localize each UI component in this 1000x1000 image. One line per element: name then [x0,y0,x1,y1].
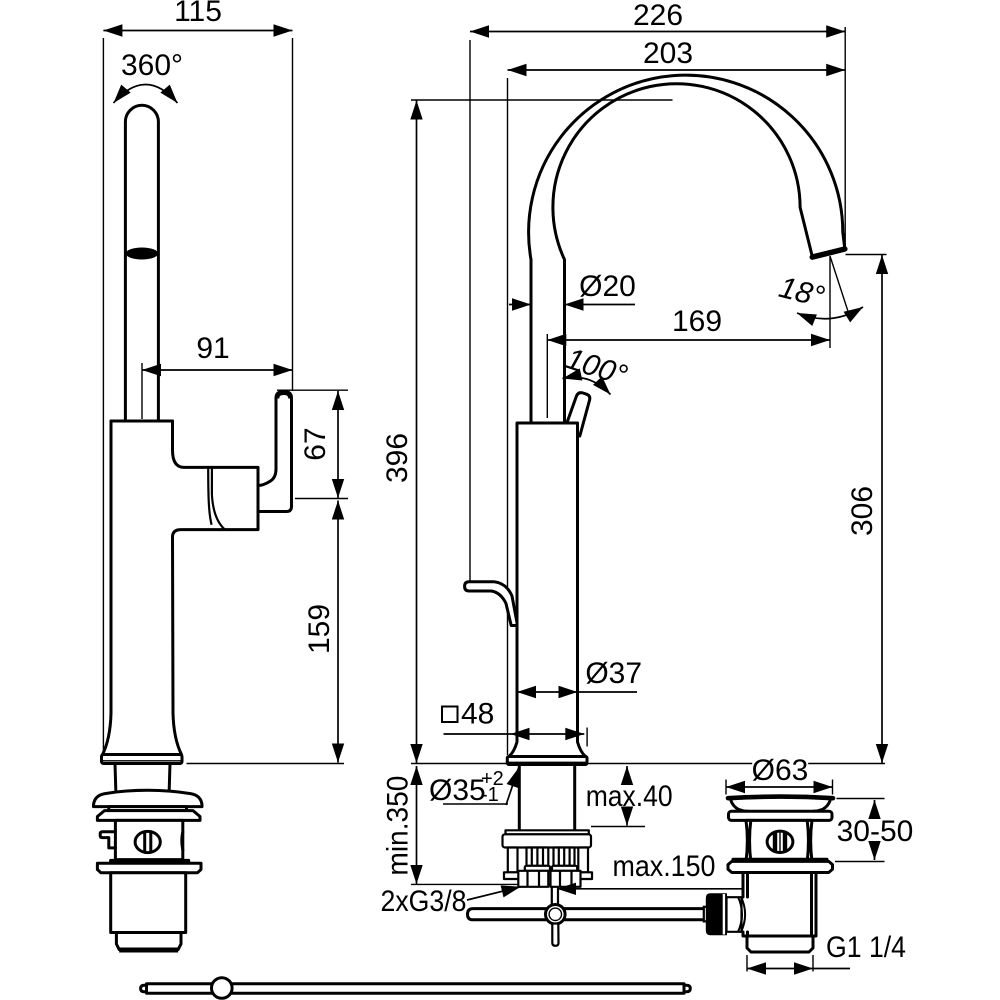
svg-text:Ø35: Ø35 [429,774,486,807]
svg-text:Ø37: Ø37 [585,657,642,690]
svg-text:2xG3/8: 2xG3/8 [381,885,467,918]
svg-text:226: 226 [633,0,683,32]
svg-text:Ø63: Ø63 [752,754,809,787]
svg-text:91: 91 [196,332,229,365]
svg-text:Ø20: Ø20 [579,270,636,303]
svg-text:30-50: 30-50 [837,815,914,848]
svg-text:67: 67 [299,427,332,460]
svg-text:203: 203 [643,37,693,70]
svg-text:-1: -1 [481,784,499,806]
svg-text:max.150: max.150 [613,850,716,883]
svg-text:115: 115 [174,0,222,28]
svg-text:max.40: max.40 [586,780,673,813]
svg-text:159: 159 [303,604,336,654]
svg-text:169: 169 [672,305,722,338]
svg-text:+2: +2 [481,768,504,790]
svg-text:min.350: min.350 [382,776,415,876]
svg-text:306: 306 [846,486,879,536]
svg-text:360°: 360° [121,49,183,82]
svg-text:G1 1/4: G1 1/4 [826,931,906,964]
svg-text:48: 48 [461,698,494,731]
svg-text:396: 396 [381,433,414,483]
